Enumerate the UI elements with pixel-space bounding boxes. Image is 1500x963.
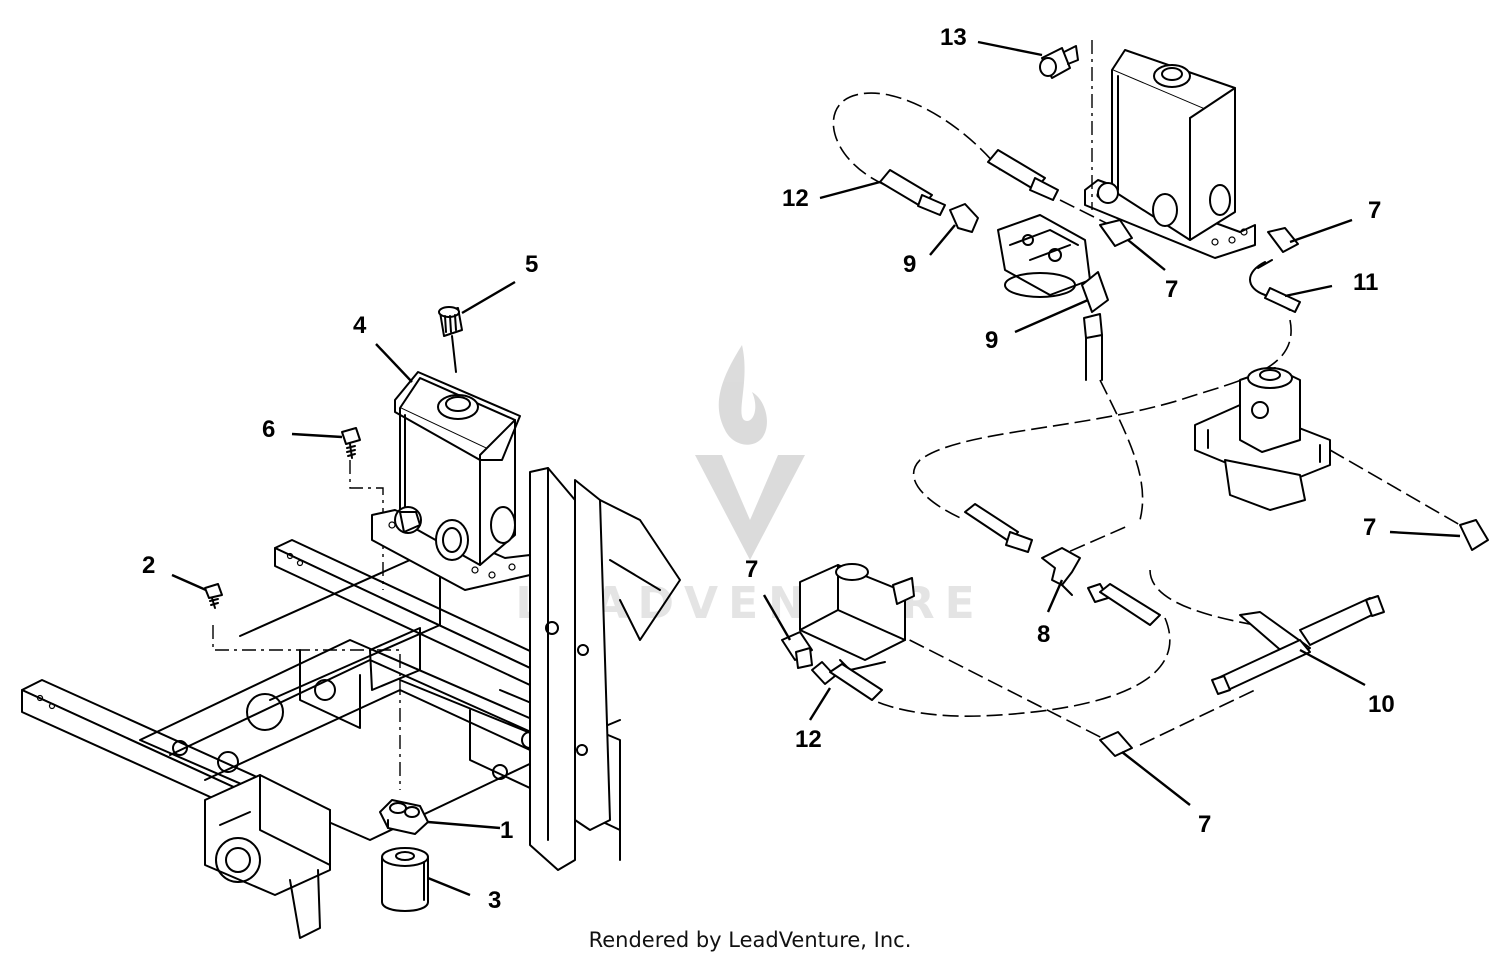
callout-10: 10 [1368,691,1395,718]
hydraulic-pump [1194,367,1331,511]
hydraulic-tank [371,371,531,591]
callouts: 1 2 3 4 5 6 13 12 9 7 7 11 9 7 7 8 10 12… [142,24,1395,914]
callout-2: 2 [142,552,155,579]
callout-7-right-top: 7 [1368,197,1381,224]
hose-12-lower-mid [1087,583,1161,626]
callout-8: 8 [1037,621,1050,648]
callout-12-lower: 12 [795,726,822,753]
bolt-2 [204,583,223,609]
fitting-7-right [1459,519,1489,551]
leader-lines [171,40,1461,897]
callout-5: 5 [525,251,538,278]
watermark-v-icon [695,455,805,560]
callout-7-left: 7 [745,556,758,583]
callout-7-bottom: 7 [1198,811,1211,838]
tee-fitting-8 [1041,547,1081,596]
reservoir-tank [1084,49,1256,259]
callout-9-upper: 9 [903,251,916,278]
fitting-9-upper [949,203,979,233]
dipstick-cap [438,306,463,373]
bolt-6 [341,427,361,459]
control-valve-upper [997,214,1091,298]
callout-7-right: 7 [1363,514,1376,541]
callout-3: 3 [488,887,501,914]
hose-12-upper [879,149,1059,216]
callout-7-upper: 7 [1165,276,1178,303]
callout-1: 1 [500,817,513,844]
callout-13: 13 [940,24,967,51]
fitting-9-lower [1081,271,1109,381]
fitting-7-right-top [1267,227,1299,253]
callout-12-upper: 12 [782,185,809,212]
filter-head [379,799,429,835]
oil-filter [381,847,429,912]
callout-11: 11 [1353,269,1378,296]
tee-hose-10 [1211,595,1385,695]
footer-credit: Rendered by LeadVenture, Inc. [588,928,912,952]
fitting-7-upper [1099,219,1133,247]
tank-cap-13 [1039,45,1079,79]
callout-6: 6 [262,416,275,443]
callout-9-lower: 9 [985,327,998,354]
callout-4: 4 [353,312,367,339]
fitting-7-bottom [1099,731,1133,757]
chassis-frame [21,467,681,939]
fitting-7-left [781,631,813,669]
hose-11 [1249,259,1301,313]
hose-12-middle [964,503,1033,553]
control-valve-lower [799,563,915,671]
hose-12-lower [811,661,883,701]
assembly-lines-left [212,460,401,790]
watermark-flame-icon [718,345,767,445]
